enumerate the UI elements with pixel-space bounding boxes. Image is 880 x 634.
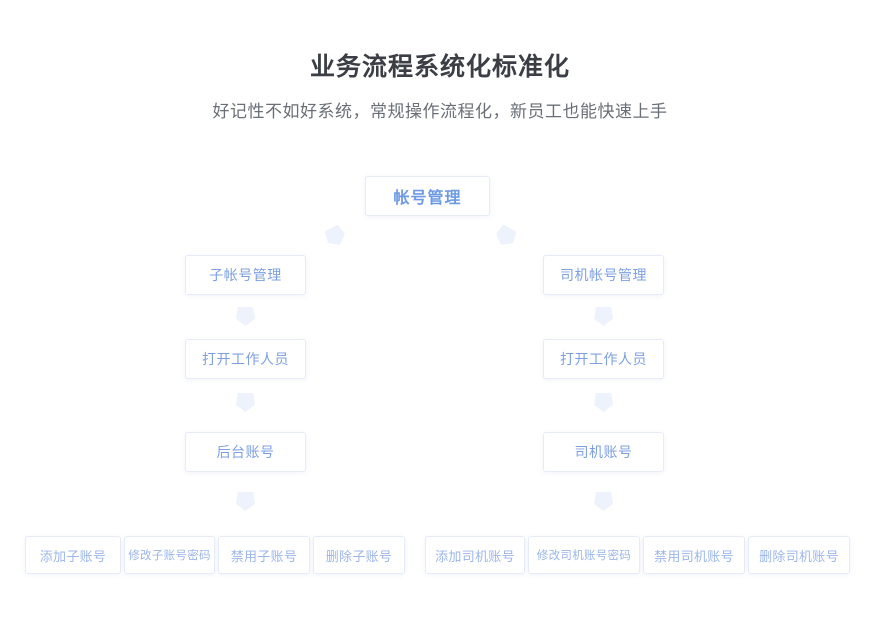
- page-title: 业务流程系统化标准化: [309, 53, 570, 81]
- flow-node-sub-open-staff[interactable]: 打开工作人员: [185, 339, 306, 379]
- connector-left-3-icon: [236, 492, 255, 511]
- flow-node-driver-open-staff[interactable]: 打开工作人员: [543, 339, 664, 379]
- connector-right-1-icon: [594, 307, 613, 326]
- flow-node-root[interactable]: 帐号管理: [365, 176, 490, 216]
- connector-root-to-right-icon: [493, 224, 519, 250]
- flow-leaf-add-driver-account[interactable]: 添加司机账号: [425, 536, 525, 574]
- connector-right-3-icon: [594, 492, 613, 511]
- flow-node-backend-account[interactable]: 后台账号: [185, 432, 306, 472]
- flow-leaf-disable-driver-account[interactable]: 禁用司机账号: [643, 536, 745, 574]
- flow-leaf-delete-driver-account[interactable]: 删除司机账号: [748, 536, 850, 574]
- flow-node-sub-account-management[interactable]: 子帐号管理: [185, 255, 306, 295]
- connector-left-2-icon: [236, 393, 255, 412]
- flow-leaf-modify-driver-account-password[interactable]: 修改司机账号密码: [528, 536, 640, 574]
- flow-node-driver-account-management[interactable]: 司机帐号管理: [543, 255, 664, 295]
- flow-leaf-disable-sub-account[interactable]: 禁用子账号: [218, 536, 310, 574]
- flow-leaf-modify-sub-account-password[interactable]: 修改子账号密码: [124, 536, 215, 574]
- connector-root-to-left-icon: [323, 224, 349, 250]
- connector-left-1-icon: [236, 307, 255, 326]
- flow-node-driver-account[interactable]: 司机账号: [543, 432, 664, 472]
- connector-right-2-icon: [594, 393, 613, 412]
- flow-leaf-delete-sub-account[interactable]: 删除子账号: [313, 536, 405, 574]
- flow-leaf-add-sub-account[interactable]: 添加子账号: [25, 536, 121, 574]
- page-header: 业务流程系统化标准化 好记性不如好系统，常规操作流程化，新员工也能快速上手: [0, 0, 880, 122]
- page-subtitle: 好记性不如好系统，常规操作流程化，新员工也能快速上手: [212, 102, 668, 121]
